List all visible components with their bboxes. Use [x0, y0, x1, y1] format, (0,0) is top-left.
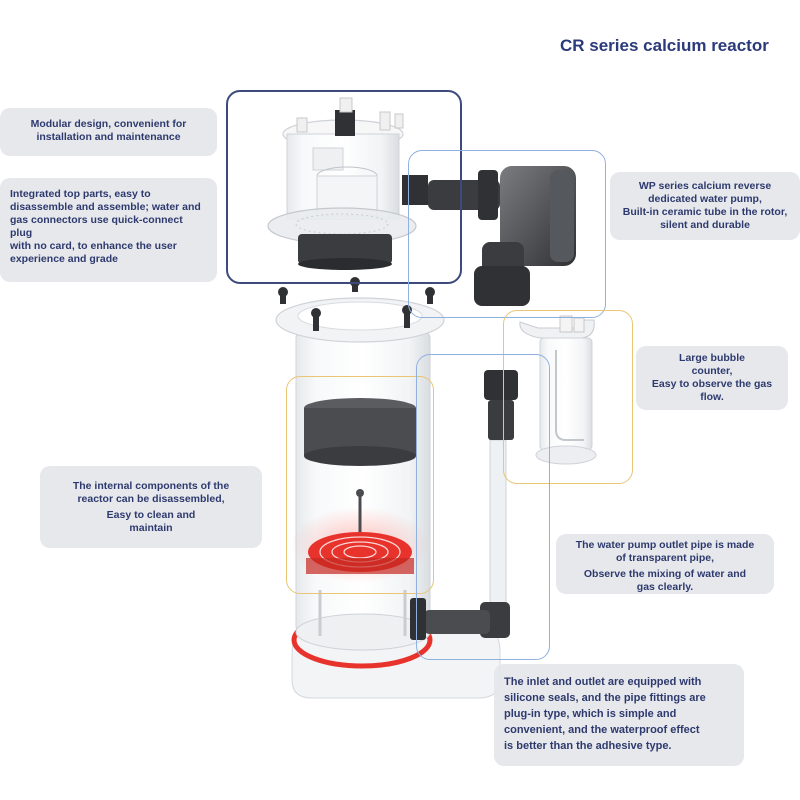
- callout-modular-design: Modular design, convenient for installat…: [0, 108, 217, 156]
- callout-line: The internal components of the: [72, 480, 230, 492]
- callout-line: of transparent pipe,: [615, 552, 714, 564]
- callout-silicone-seals: The inlet and outlet are equipped with s…: [494, 664, 744, 766]
- callout-water-pump: WP series calcium reverse dedicated wate…: [610, 172, 800, 240]
- callout-line: Modular design, convenient for: [30, 118, 187, 130]
- page-title: CR series calcium reactor: [560, 36, 769, 55]
- callout-line: counter,: [691, 365, 733, 377]
- frame-internal-components: [286, 376, 434, 594]
- callout-line: flow.: [700, 391, 724, 403]
- callout-line: with no card, to enhance the user: [10, 240, 177, 252]
- callout-line: reactor can be disassembled,: [77, 493, 225, 505]
- callout-line: is better than the adhesive type.: [504, 740, 672, 752]
- callout-top-parts: Integrated top parts, easy to disassembl…: [0, 178, 217, 282]
- frame-top-assembly: [226, 90, 462, 284]
- callout-outlet-pipe: The water pump outlet pipe is made of tr…: [556, 534, 774, 594]
- callout-line: silicone seals, and the pipe fittings ar…: [504, 692, 706, 704]
- lid-black-base: [298, 234, 392, 264]
- callout-line: Easy to clean and: [106, 509, 196, 521]
- callout-line: Observe the mixing of water and: [583, 568, 747, 580]
- callout-bubble-counter: Large bubble counter, Easy to observe th…: [636, 346, 788, 410]
- callout-line: The water pump outlet pipe is made: [575, 539, 755, 551]
- frame-outlet-pipe: [416, 354, 550, 660]
- lid-connector-black: [335, 110, 355, 136]
- callout-line: gas clearly.: [636, 581, 694, 593]
- callout-line: maintain: [129, 522, 173, 534]
- callout-line: plug-in type, which is simple and: [504, 708, 677, 720]
- callout-line: dedicated water pump,: [648, 193, 762, 205]
- callout-line: Built-in ceramic tube in the rotor,: [622, 206, 788, 218]
- callout-line: The inlet and outlet are equipped with: [504, 676, 702, 688]
- callout-line: silent and durable: [660, 219, 750, 231]
- callout-line: gas connectors use quick-connect plug: [10, 214, 183, 239]
- callout-line: Large bubble: [679, 352, 745, 364]
- callout-internal-components: The internal components of the reactor c…: [40, 466, 262, 548]
- flange-bolts: [278, 277, 435, 331]
- frame-bubble-counter: [503, 310, 633, 484]
- callout-line: WP series calcium reverse: [638, 180, 772, 192]
- callout-line: Integrated top parts, easy to: [10, 188, 151, 200]
- callout-line: convenient, and the waterproof effect: [504, 724, 700, 736]
- inlet-pipe: [424, 610, 490, 634]
- callout-line: Easy to observe the gas: [651, 378, 773, 390]
- callout-line: experience and grade: [10, 253, 118, 265]
- frame-pump: [408, 150, 606, 318]
- callout-line: disassemble and assemble; water and: [10, 201, 201, 213]
- callout-line: installation and maintenance: [36, 131, 181, 143]
